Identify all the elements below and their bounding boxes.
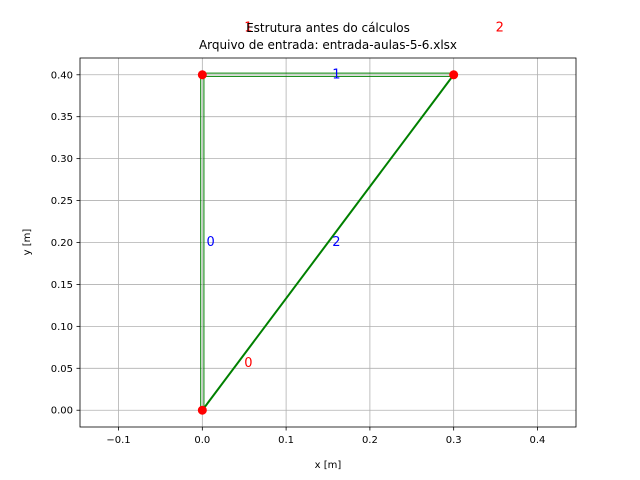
truss-node-2 [449,70,459,80]
element-label-0: 0 [207,235,215,250]
y-tick-label: 0.10 [51,322,73,333]
x-tick-label: 0.1 [278,435,294,446]
element-label-2: 2 [332,235,340,250]
truss-node-1 [197,70,207,80]
node-label-1: 1 [244,20,252,35]
node-label-2: 2 [496,20,504,35]
y-tick-label: 0.15 [51,280,73,291]
grid [80,58,576,427]
y-tick-label: 0.00 [51,406,73,417]
x-axis-label: x [m] [315,460,342,471]
truss-node-0 [197,405,207,415]
y-tick-label: 0.25 [51,196,73,207]
y-tick-label: 0.30 [51,154,73,165]
y-tick-label: 0.35 [51,112,73,123]
y-tick-label: 0.20 [51,238,73,249]
y-axis-label: y [m] [22,229,33,256]
chart-title: Estrutura antes do cálculos [246,21,410,35]
axis-ticks: −0.1 0.0 0.1 0.2 0.3 0.4 0.00 0.05 0.10 0.15 0.20 0… [51,70,546,446]
chart-subtitle: Arquivo de entrada: entrada-aulas-5-6.xl… [199,38,457,52]
x-tick-label: 0.0 [194,435,210,446]
x-tick-label: 0.4 [530,435,546,446]
truss-element-2 [201,74,455,411]
x-tick-label: 0.2 [362,435,378,446]
y-tick-label: 0.40 [51,70,73,81]
x-tick-label: 0.3 [446,435,462,446]
y-tick-label: 0.05 [51,364,73,375]
node-label-0: 0 [244,356,252,371]
annotations: 0 1 2 0 1 2 [207,20,504,370]
x-tick-label: −0.1 [106,435,130,446]
element-label-1: 1 [332,67,340,82]
truss-nodes [197,70,459,415]
